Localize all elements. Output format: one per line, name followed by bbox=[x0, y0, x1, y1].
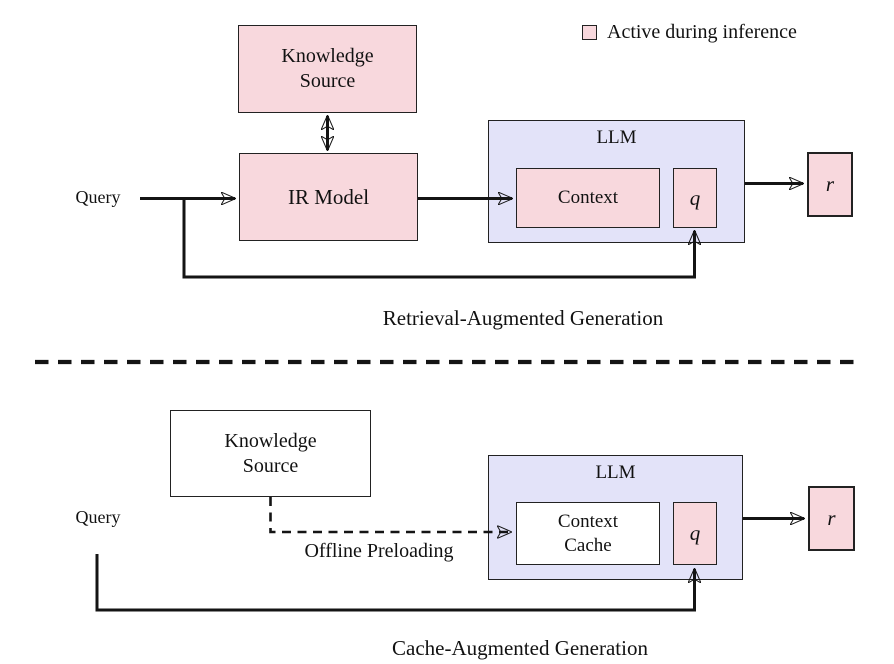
cag-caption: Cache-Augmented Generation bbox=[392, 636, 648, 660]
cag-knowledge-source-box: Knowledge Source bbox=[170, 410, 371, 497]
rag-query-label: Query bbox=[75, 187, 121, 207]
cag-q-box: q bbox=[673, 502, 717, 565]
legend-pink-swatch bbox=[582, 25, 597, 40]
legend: Active during inference bbox=[582, 21, 797, 44]
rag-llm-label: LLM bbox=[596, 127, 637, 148]
rag-ir-model-box: IR Model bbox=[239, 153, 418, 241]
cag-llm-label: LLM bbox=[595, 462, 636, 483]
rag-caption: Retrieval-Augmented Generation bbox=[382, 306, 664, 330]
rag-q-box: q bbox=[673, 168, 717, 228]
cag-context-cache-box: Context Cache bbox=[516, 502, 660, 565]
cag-offline-preloading-label: Offline Preloading bbox=[304, 540, 454, 562]
rag-context-box: Context bbox=[516, 168, 660, 228]
rag-knowledge-source-box: Knowledge Source bbox=[238, 25, 417, 113]
legend-label: Active during inference bbox=[607, 21, 797, 43]
cag-offline-preloading-dashed-arrow bbox=[269, 497, 512, 532]
cag-r-box: r bbox=[808, 486, 855, 551]
cag-query-label: Query bbox=[75, 507, 121, 527]
rag-r-box: r bbox=[807, 152, 853, 217]
